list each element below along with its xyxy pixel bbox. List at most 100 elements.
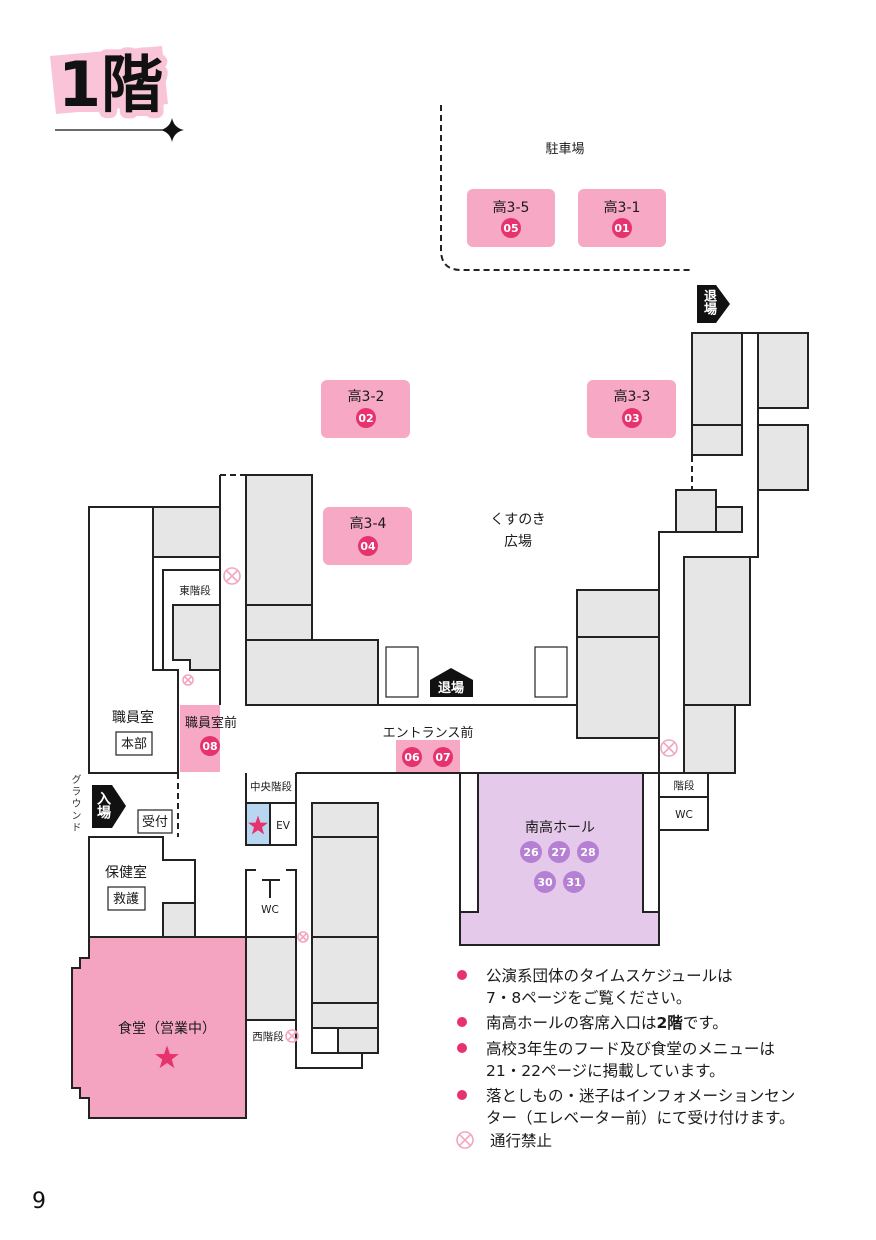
spot-number-badge	[563, 871, 585, 893]
health-room-label: 保健室	[105, 864, 147, 881]
east-stairs-wall	[162, 569, 220, 670]
first-aid-box	[107, 886, 146, 911]
stall-number: 01	[614, 222, 629, 235]
bullet-icon	[457, 1090, 467, 1100]
south-hall-label: 南高ホール	[525, 819, 595, 836]
cafeteria	[71, 936, 247, 1119]
page-title-block: 1階	[50, 42, 184, 142]
spot-number-badge	[200, 736, 220, 756]
building-block	[683, 556, 751, 706]
stall-box	[323, 507, 412, 565]
exit-arrow-sign	[430, 668, 473, 697]
building-block	[245, 639, 379, 706]
stall-k3-4: 高3-4 04	[323, 507, 412, 565]
building-block	[162, 902, 196, 938]
building-block	[576, 589, 660, 638]
building-block	[152, 506, 221, 558]
spot-number: 06	[404, 751, 420, 764]
spot-number: 30	[537, 876, 553, 889]
small-room	[311, 1027, 339, 1054]
spot-number-badge	[534, 871, 556, 893]
building-block	[576, 636, 660, 739]
legend: 公演系団体のタイムスケジュールは 7・8ページをご覧ください。 南高ホールの客席…	[456, 967, 795, 1150]
legend-text: ター（エレベーター前）にて受け付けます。	[486, 1109, 794, 1127]
entry-arrow-sign	[92, 785, 126, 828]
star-icon	[248, 815, 268, 835]
east-stairs-room	[658, 772, 709, 798]
planter	[385, 646, 419, 698]
stall-k3-3: 高3-3 03	[587, 380, 676, 438]
east-stairs-label: 東階段	[179, 584, 211, 597]
entry-label: 入場	[95, 791, 111, 819]
stall-name: 高3-2	[348, 388, 385, 405]
plaza-label-line2: 広場	[504, 534, 532, 550]
headquarters-label: 本部	[121, 737, 147, 752]
building-block	[245, 474, 313, 606]
building-block	[245, 936, 297, 1021]
staff-room-front-label: 職員室前	[185, 715, 237, 731]
planter	[534, 646, 568, 698]
no-entry-icon	[285, 1029, 299, 1043]
no-entry-icon	[297, 931, 309, 943]
central-wc-label: WC	[261, 904, 279, 916]
stall-k3-1: 高3-1 01	[578, 189, 666, 247]
building-block	[675, 489, 717, 533]
building-block	[757, 332, 809, 409]
spot-number-badge	[548, 841, 570, 863]
building-block	[337, 1027, 379, 1054]
sparkle-icon	[160, 118, 184, 142]
building-block	[691, 332, 743, 426]
first-aid-label: 救護	[113, 891, 139, 907]
wc-partition	[262, 879, 280, 898]
bullet-icon	[457, 970, 467, 980]
stall-k3-5: 高3-5 05	[467, 189, 555, 247]
legend-text: 21・22ページに掲載しています。	[486, 1062, 725, 1080]
spot-number: 08	[202, 740, 217, 753]
central-stairs-label: 中央階段	[250, 780, 292, 793]
stall-number: 02	[358, 412, 373, 425]
stall-number: 05	[503, 222, 518, 235]
legend-text: 南高ホールの客席入口は2階です。	[486, 1014, 728, 1032]
building-block	[683, 704, 736, 774]
building-block	[757, 424, 809, 491]
stall-name: 高3-5	[493, 199, 530, 216]
east-stairs-block	[172, 604, 221, 671]
stall-name: 高3-4	[350, 515, 387, 532]
stall-name: 高3-3	[614, 388, 651, 405]
entrance-front-label: エントランス前	[383, 725, 474, 741]
building-block	[311, 1002, 379, 1029]
legend-text: 7・8ページをご覧ください。	[486, 989, 691, 1007]
exit-label-top: 退場	[701, 289, 716, 315]
stall-name: 高3-1	[604, 199, 641, 216]
ground-label: グラウンド	[69, 774, 80, 834]
bullet-icon	[457, 1017, 467, 1027]
spot-number-badge	[402, 747, 422, 767]
star-icon	[155, 1045, 179, 1069]
stall-number: 04	[360, 540, 376, 553]
building-block	[311, 836, 379, 938]
no-entry-icon	[223, 567, 241, 585]
building-block	[715, 506, 743, 533]
building-block	[691, 424, 743, 456]
spot-number: 27	[551, 846, 566, 859]
building-block	[311, 802, 379, 838]
spot-number: 07	[435, 751, 450, 764]
reception-box	[137, 809, 173, 834]
cafeteria-label: 食堂（営業中）	[118, 1020, 216, 1037]
stall-k3-2: 高3-2 02	[321, 380, 410, 438]
parking-label: 駐車場	[545, 142, 584, 157]
stall-number-badge	[622, 408, 642, 428]
bullet-icon	[457, 1043, 467, 1053]
legend-text: 高校3年生のフード及び食堂のメニューは	[486, 1040, 775, 1058]
east-wc-label: WC	[675, 809, 693, 821]
spot-number: 28	[580, 846, 595, 859]
title-highlight	[50, 46, 168, 114]
stall-number-badge	[612, 218, 632, 238]
stall-number-badge	[356, 408, 376, 428]
stall-number: 03	[624, 412, 639, 425]
no-entry-icon	[456, 1131, 474, 1149]
legend-text-bold: 2階	[657, 1014, 684, 1032]
spot-number-badge	[520, 841, 542, 863]
